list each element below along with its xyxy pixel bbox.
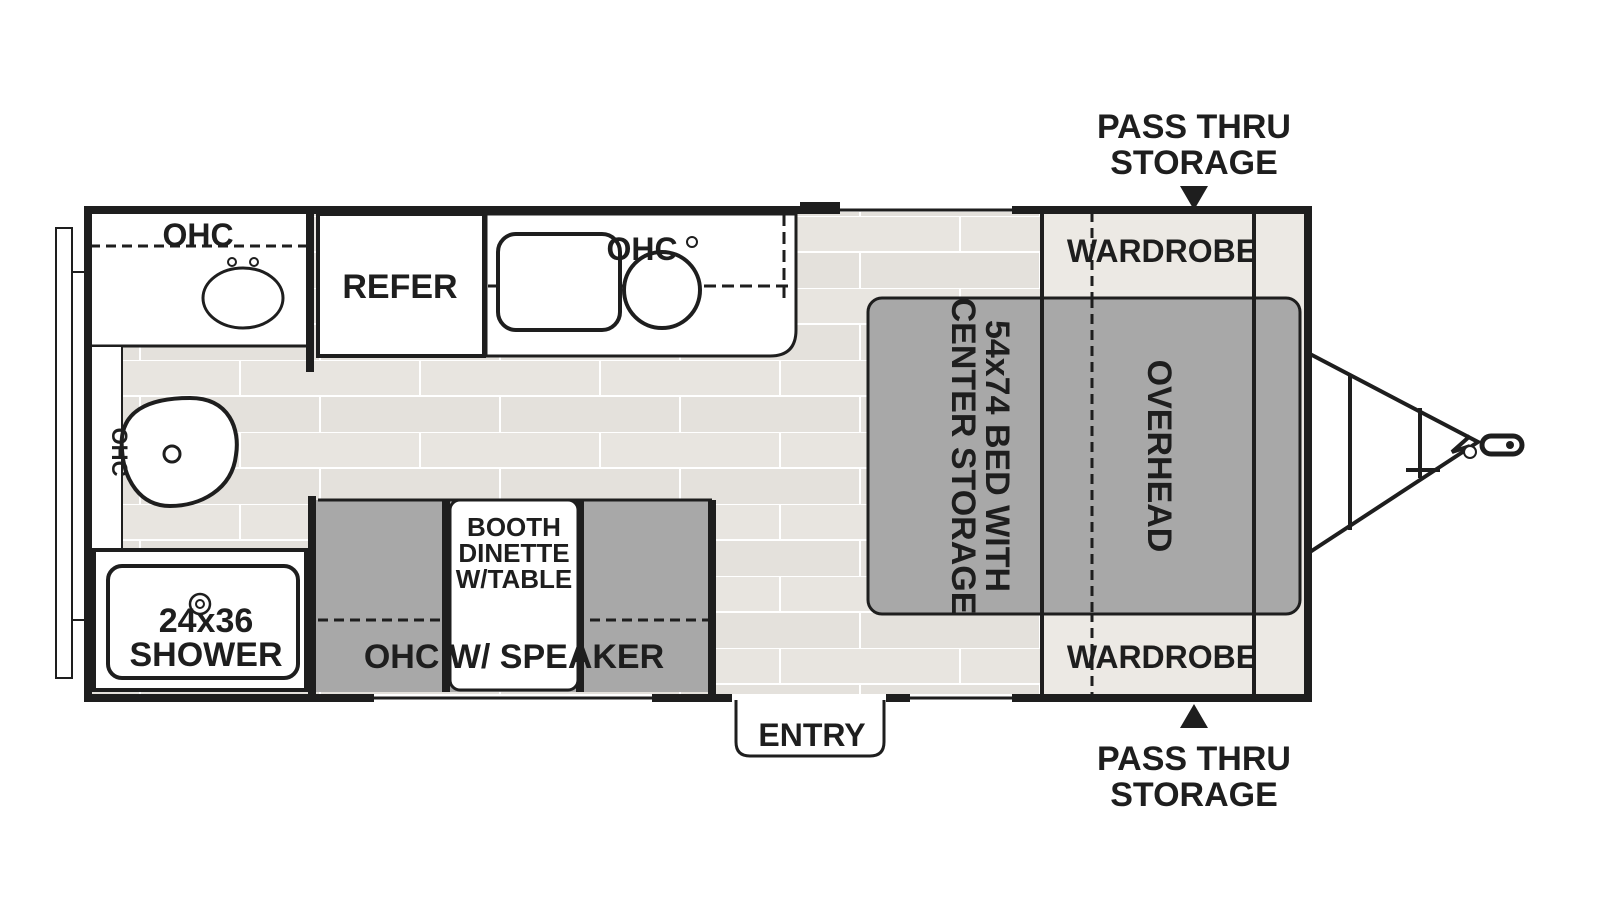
wardrobe-top-label: WARDROBE <box>1067 233 1257 269</box>
entry-label: ENTRY <box>758 717 865 753</box>
entry-door[interactable] <box>734 700 886 758</box>
hitch-coupler-icon <box>1463 433 1525 459</box>
kitchen-sink-icon <box>496 232 622 332</box>
exterior-walls <box>84 202 1312 702</box>
pass-thru-bottom-label-2: STORAGE <box>1110 776 1278 814</box>
pass-thru-bottom-arrow-icon <box>1180 704 1208 728</box>
bed <box>866 296 1302 616</box>
booth-dinette <box>308 496 716 694</box>
toilet-icon <box>119 395 239 509</box>
bed-label-line2: CENTER STORAGE <box>944 298 982 615</box>
stove-burner-icon <box>622 250 702 330</box>
refrigerator <box>306 212 486 372</box>
bedroom <box>866 212 1306 698</box>
refer-label: REFER <box>342 268 457 306</box>
bathroom <box>86 210 312 692</box>
pass-thru-top-label-1: PASS THRU <box>1097 108 1291 146</box>
pass-thru-top-arrow-icon <box>1180 186 1208 210</box>
ohc-bath-label: OHC <box>162 217 233 253</box>
booth-label-line1: BOOTH <box>467 512 561 542</box>
ohc-side-label: OHC <box>107 428 132 477</box>
shower-icon <box>92 548 308 692</box>
kitchen-counter <box>484 212 798 358</box>
rear-bumper <box>55 227 86 679</box>
pass-thru-top-label-2: STORAGE <box>1110 144 1278 182</box>
ohc-speaker-label: OHC W/ SPEAKER <box>364 638 664 676</box>
dinette-table <box>448 498 580 692</box>
trailer-tongue <box>1308 352 1482 554</box>
ohc-kitchen-label: OHC <box>606 231 677 267</box>
shower-label-line2: SHOWER <box>130 636 283 674</box>
booth-label-line3: W/TABLE <box>456 564 573 594</box>
bed-label-line1: 54x74 BED WITH <box>978 320 1016 592</box>
booth-label-line2: DINETTE <box>458 538 569 568</box>
wardrobe-bottom-label: WARDROBE <box>1067 639 1257 675</box>
pass-thru-bottom-label-1: PASS THRU <box>1097 740 1291 778</box>
shower-label-line1: 24x36 <box>159 602 254 640</box>
bathroom-sink-icon <box>201 266 285 330</box>
overhead-label: OVERHEAD <box>1140 360 1178 553</box>
